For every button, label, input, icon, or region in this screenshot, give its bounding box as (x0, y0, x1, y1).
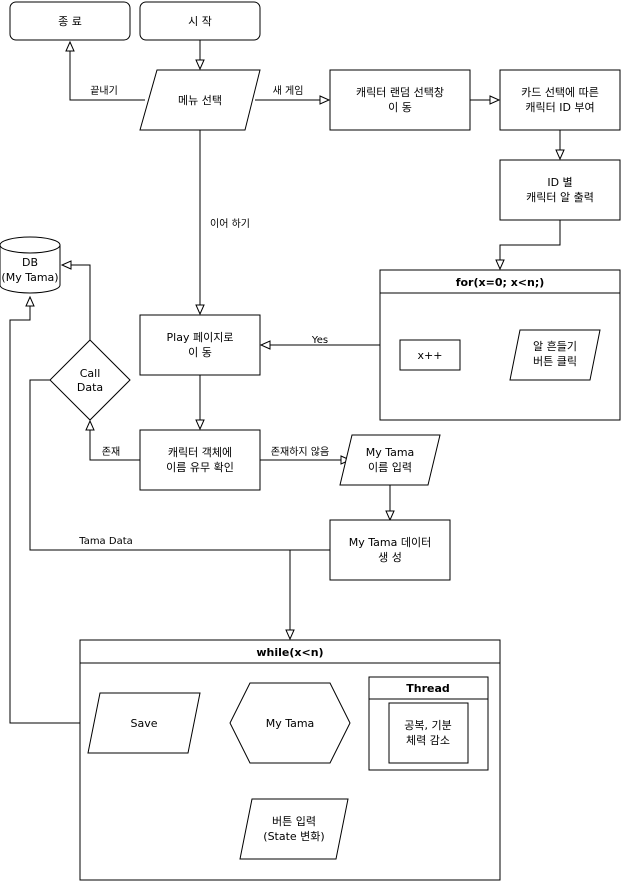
node-hatch-click: 알 흔들기 버튼 클릭 (509, 329, 601, 381)
node-save: Save (87, 692, 201, 754)
edge-label-continue: 이어 하기 (210, 217, 250, 230)
node-stat-decrease: 공복, 기분 체력 감소 (388, 702, 469, 764)
edge-save-to-db (9, 295, 90, 724)
svg-text:Play 페이지로: Play 페이지로 (167, 331, 234, 344)
node-menu-select: 메뉴 선택 (139, 69, 261, 131)
svg-text:생 성: 생 성 (378, 551, 402, 564)
node-button-input: 버튼 입력 (State 변화) (239, 798, 349, 860)
svg-text:Call: Call (80, 367, 101, 380)
node-card-id: 카드 선택에 따른 캐릭터 ID 부여 (499, 69, 621, 131)
svg-text:x++: x++ (418, 349, 443, 362)
svg-text:(State 변화): (State 변화) (263, 830, 324, 843)
edge-namecheck-to-calldata (85, 419, 140, 461)
svg-text:카드 선택에 따른: 카드 선택에 따른 (521, 86, 599, 99)
node-my-tama: My Tama (229, 682, 351, 764)
svg-text:이 동: 이 동 (388, 101, 412, 114)
svg-text:Thread: Thread (406, 682, 450, 695)
svg-text:버튼 입력: 버튼 입력 (272, 815, 316, 828)
node-play-page: Play 페이지로 이 동 (139, 314, 261, 376)
edge-label-not-exists: 존재하지 않음 (271, 445, 329, 458)
node-random-select: 캐릭터 랜덤 선택창 이 동 (329, 69, 471, 131)
svg-text:버튼 클릭: 버튼 클릭 (533, 355, 577, 368)
edge-egg-to-for (495, 220, 561, 271)
svg-text:이름 유무 확인: 이름 유무 확인 (166, 461, 234, 474)
svg-text:캐릭터 랜덤 선택창: 캐릭터 랜덤 선택창 (356, 86, 444, 99)
svg-text:메뉴 선택: 메뉴 선택 (178, 94, 222, 107)
svg-text:for(x=0; x<n;): for(x=0; x<n;) (456, 276, 545, 289)
svg-text:DB: DB (22, 256, 38, 269)
svg-text:while(x<n): while(x<n) (256, 646, 323, 659)
svg-text:My Tama: My Tama (266, 717, 315, 730)
node-increment: x++ (399, 339, 461, 371)
node-name-input: My Tama 이름 입력 (339, 434, 441, 486)
edge-menu-to-end (65, 40, 145, 101)
edge-label-tama-data: Tama Data (78, 536, 133, 547)
edge-calldata-to-while (29, 379, 295, 641)
svg-text:이 동: 이 동 (188, 346, 212, 359)
node-name-check: 캐릭터 객체에 이름 유무 확인 (139, 429, 261, 491)
svg-text:이름 입력: 이름 입력 (368, 461, 412, 474)
node-db: DB (My Tama) (0, 236, 61, 294)
edge-calldata-to-db (60, 260, 91, 340)
svg-text:공복, 기분: 공복, 기분 (404, 719, 451, 732)
svg-text:알 흔들기: 알 흔들기 (533, 339, 577, 353)
node-egg-output: ID 별 캐릭터 알 출력 (499, 159, 621, 221)
svg-text:시 작: 시 작 (188, 15, 212, 28)
edge-label-new-game: 새 게임 (273, 84, 304, 97)
node-call-data: Call Data (49, 339, 131, 421)
svg-text:ID 별: ID 별 (547, 176, 572, 189)
node-create-data: My Tama 데이터 생 성 (329, 519, 451, 581)
svg-text:Data: Data (77, 381, 103, 394)
edge-label-yes: Yes (311, 335, 328, 346)
svg-text:My Tama: My Tama (366, 446, 415, 459)
edge-label-exists: 존재 (102, 446, 120, 458)
svg-text:종 료: 종 료 (58, 15, 82, 28)
svg-text:캐릭터 알 출력: 캐릭터 알 출력 (526, 190, 594, 204)
node-start: 시 작 (139, 1, 261, 41)
svg-text:체력 감소: 체력 감소 (406, 734, 450, 747)
svg-text:(My Tama): (My Tama) (1, 271, 58, 284)
edge-label-quit: 끝내기 (90, 85, 118, 97)
svg-text:캐릭터 객체에: 캐릭터 객체에 (168, 446, 232, 459)
svg-text:캐릭터 ID 부여: 캐릭터 ID 부여 (525, 101, 594, 114)
node-end: 종 료 (9, 1, 131, 41)
svg-text:My Tama 데이터: My Tama 데이터 (349, 536, 431, 549)
svg-text:Save: Save (130, 717, 157, 730)
